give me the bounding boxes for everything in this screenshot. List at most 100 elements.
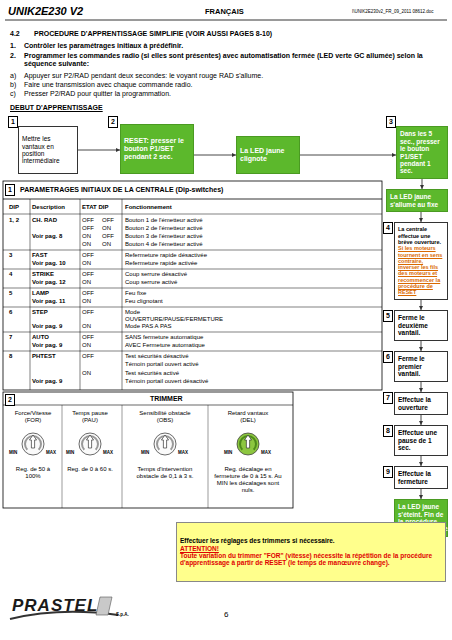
table-cell: OFF — [82, 334, 94, 341]
label-text: 2. — [10, 52, 16, 60]
table-cell: CH. RAD — [32, 217, 57, 224]
step-box: La LED jaune s'allume au fixe — [386, 189, 448, 212]
step-box: Ferme le premier vantail. — [394, 351, 448, 382]
label-text: Reg. de 50 à 100% — [8, 466, 58, 480]
table-cell: DIP — [9, 204, 19, 211]
flow-arrow — [421, 382, 422, 392]
label-text: Temps d'intervention obstacle de 0,1 à 3… — [128, 466, 202, 480]
table-cell: Test sécurités activé — [125, 370, 179, 377]
label-text: MIN — [9, 450, 17, 455]
label-text: PRASTEL — [12, 596, 98, 616]
flow-arrow — [421, 415, 422, 425]
label-text: FRANÇAIS — [205, 8, 244, 17]
box-text: La centrale effectue une brève ouverture… — [398, 226, 444, 245]
table-cell: STEP — [32, 309, 48, 316]
label-text: PARAMETRAGES INITIAUX DE LA CENTRALE (Di… — [20, 186, 223, 194]
table-cell: PHTEST — [32, 353, 56, 360]
box-text: Toute variation du trimmer "FOR" (vitess… — [180, 552, 442, 567]
label-text: Sensibilité obstacle (OBS) — [135, 410, 195, 424]
label-text: Retard vantaux (DEL) — [225, 410, 271, 424]
callout-number: 1 — [5, 184, 15, 196]
table-cell: 3 — [9, 252, 12, 259]
table-cell: Description — [32, 204, 65, 211]
box-text: Si les moteurs tournent en sens contrair… — [398, 245, 444, 296]
step-box: Dans les 5 sec., presser le bouton P1/SE… — [396, 126, 448, 179]
label-text: PROCEDURE D'APPRENTISSAGE SIMPLIFIE (VOI… — [34, 30, 272, 38]
table-cell: Mode OUVERTURE/PAUSE/FERMETURE — [125, 309, 217, 323]
label-text: MIN — [224, 450, 232, 455]
step-box: RESET: presser le bouton P1/SET pendant … — [120, 124, 194, 174]
flow-arrow — [78, 150, 120, 151]
table-cell: Voir pag. 10 — [32, 260, 66, 267]
table-cell: OFF — [82, 290, 94, 297]
table-cell: ON — [82, 279, 91, 286]
flow-arrow — [421, 456, 422, 466]
box-text: Effectue une pause de 1 sec. — [398, 429, 444, 451]
callout-number: 3 — [386, 116, 396, 128]
table-cell: OFF — [82, 353, 94, 360]
label-text: Force/Vitesse (FOR) — [11, 410, 55, 424]
callout-number: 2 — [5, 394, 15, 406]
table-cell: ON — [102, 241, 111, 248]
callout-number: 8 — [383, 425, 393, 437]
table-cell: STRIKE — [32, 271, 54, 278]
step-box: Effectue la fermeture — [394, 466, 448, 489]
flow-arrow — [421, 341, 422, 351]
table-cell: Mode PAS A PAS — [125, 323, 171, 330]
table-cell: Voir pag. 9 — [32, 342, 62, 349]
table-cell: ON — [102, 225, 111, 232]
table-cell: ETAT DIP — [82, 204, 108, 211]
label-text: Reg. de 0 à 60 s. — [66, 466, 114, 473]
label-text: MAX — [261, 450, 271, 455]
table-cell: 6 — [9, 309, 12, 316]
table-cell: OFF — [82, 225, 94, 232]
label-text: MIN — [66, 450, 74, 455]
table-cell: OFF — [82, 252, 94, 259]
box-text: ATTENTION! — [180, 545, 442, 552]
table-cell: AVEC Fermeture automatique — [125, 342, 205, 349]
step-box: La LED jaune clignote — [236, 136, 300, 174]
label-text: c) — [10, 90, 16, 98]
flow-arrow — [421, 300, 422, 310]
label-text: Presser P2/RAD pour quitter la programma… — [24, 90, 171, 98]
label-text: MAX — [178, 450, 188, 455]
flow-arrow — [300, 155, 396, 156]
table-cell: OFF — [102, 217, 114, 224]
table-cell: 5 — [9, 290, 12, 297]
table-cell: Refermeture rapide désactivée — [125, 252, 207, 259]
step-box: La centrale effectue une brève ouverture… — [394, 222, 448, 300]
table-cell: OFF — [102, 233, 114, 240]
label-text: S.p.A. — [116, 612, 129, 617]
label-text: DEBUT D'APPRENTISSAGE — [10, 104, 103, 112]
table-cell: Voir pag. 8 — [32, 233, 62, 240]
label-text: 4.2 — [10, 30, 20, 38]
label-text: MAX — [103, 450, 113, 455]
step-box: Ferme le deuxième vantail. — [394, 310, 448, 341]
box-text: Dans les 5 sec., presser le bouton P1/SE… — [400, 130, 444, 175]
table-cell: ON — [82, 342, 91, 349]
box-text: Effectuer les réglages des trimmers si n… — [180, 537, 442, 544]
label-text: MIN — [141, 450, 149, 455]
step-box: Effectuer les réglages des trimmers si n… — [176, 522, 446, 582]
table-cell: Témoin portail ouvert désactivé — [125, 378, 208, 385]
label-text: b) — [10, 81, 16, 89]
table-cell: 8 — [9, 353, 12, 360]
table-cell: Bouton 4 de l'émetteur activé — [125, 241, 203, 248]
box-text: Effectue la fermeture — [398, 470, 444, 485]
table-cell: ON — [82, 298, 91, 305]
label-text: I\UNIK2E230v2_FR_09_2011 08612.doc — [352, 9, 433, 14]
label-text: Temps pause (PAU) — [70, 410, 110, 424]
label-text: Reg. décalage en fermeture de 0 à 15 s. … — [212, 466, 284, 494]
step-box: Mettre les vantaux en position intermédi… — [18, 126, 78, 174]
label-text: Faire une transmission avec chaque comma… — [24, 81, 192, 89]
table-cell: Bouton 3 de l'émetteur activé — [125, 233, 203, 240]
box-text: La LED jaune s'allume au fixe — [390, 193, 444, 208]
callout-number: 1 — [8, 116, 18, 128]
table-cell: Coup serrure désactivé — [125, 271, 187, 278]
table-cell: ON — [82, 260, 91, 267]
table-cell: Voir pag. 12 — [32, 279, 66, 286]
label-text: Appuyer sur P2/RAD pendant deux secondes… — [24, 72, 263, 80]
table-cell: 1, 2 — [9, 217, 19, 224]
label-text: TRIMMER — [150, 395, 183, 403]
